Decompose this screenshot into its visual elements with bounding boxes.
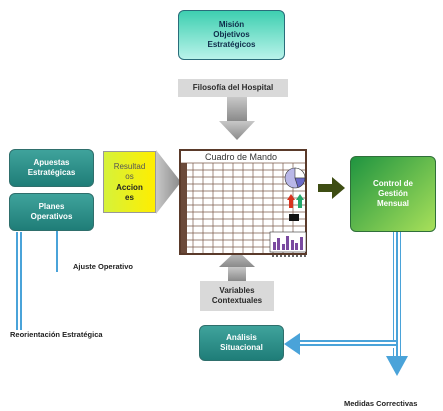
arrow-left-analisis (284, 333, 300, 355)
connector-analisis-horizontal (300, 340, 396, 348)
variables-band: Variables Contextuales (200, 281, 274, 311)
ajuste-operativo-label: Ajuste Operativo (73, 262, 134, 271)
arrow-down-filosofia (219, 97, 255, 140)
mision-box: Misión Objetivos Estratégicos (178, 10, 285, 60)
cuadro-de-mando-panel (179, 149, 307, 255)
connector-reorientacion-line (14, 232, 22, 330)
analisis-box: Análisis Situacional (199, 325, 284, 361)
connector-control-down (393, 232, 401, 362)
resultados-label: Resultad os (113, 161, 146, 181)
cuadro-title: Cuadro de Mando (205, 152, 278, 162)
apuestas-box: Apuestas Estratégicas (9, 149, 94, 187)
pie-chart-icon (284, 167, 306, 189)
arrow-up-variables (219, 250, 255, 281)
filosofia-band: Filosofía del Hospital (178, 79, 288, 97)
arrow-right-control (318, 177, 345, 199)
acciones-label: Accion es (116, 182, 143, 202)
bar-chart-icon (269, 231, 307, 257)
arrow-right-resultados (156, 150, 181, 214)
medidas-correctivas-label: Medidas Correctivas (344, 399, 418, 408)
planes-box: Planes Operativos (9, 193, 94, 231)
reorientacion-estrategica-label: Reorientación Estratégica (10, 330, 103, 339)
arrow-down-medidas (386, 356, 408, 376)
trend-arrows-icon (287, 194, 304, 221)
connector-ajuste-line (54, 228, 60, 272)
control-box: Control de Gestión Mensual (350, 156, 436, 232)
resultados-box: Resultad os Accion es (103, 151, 156, 213)
